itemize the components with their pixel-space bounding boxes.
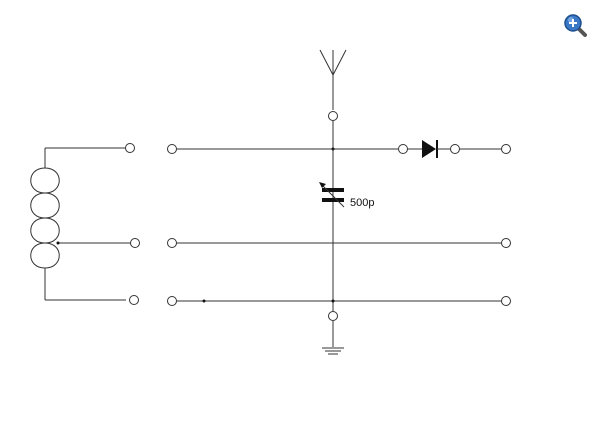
bottom-bus-junction	[331, 299, 335, 303]
capacitor-value-label: 500p	[350, 197, 374, 209]
antenna-symbol	[319, 49, 347, 110]
ground-symbol	[322, 347, 344, 355]
bottom-bus-left-terminal[interactable]	[167, 296, 177, 306]
top-bus-right-terminal[interactable]	[501, 144, 511, 154]
zoom-in-button[interactable]	[562, 12, 588, 38]
coil-tap-junction	[56, 241, 60, 245]
bottom-bus-right-terminal[interactable]	[501, 296, 511, 306]
middle-bus-left-terminal[interactable]	[167, 238, 177, 248]
antenna-terminal[interactable]	[328, 111, 338, 121]
zoom-in-icon	[564, 14, 587, 37]
diode-output-terminal[interactable]	[450, 144, 460, 154]
variable-capacitor-symbol	[319, 182, 345, 208]
ground-terminal[interactable]	[328, 311, 338, 321]
coil-top-terminal[interactable]	[125, 143, 135, 153]
middle-bus-right-terminal[interactable]	[501, 238, 511, 248]
tapped-coil-inductor	[30, 147, 131, 301]
coil-tap-terminal[interactable]	[130, 238, 140, 248]
diode-symbol	[422, 140, 438, 158]
coil-bottom-terminal[interactable]	[129, 295, 139, 305]
bottom-bus-left-junction	[202, 299, 206, 303]
top-bus-left-terminal[interactable]	[167, 144, 177, 154]
diode-input-terminal[interactable]	[398, 144, 408, 154]
